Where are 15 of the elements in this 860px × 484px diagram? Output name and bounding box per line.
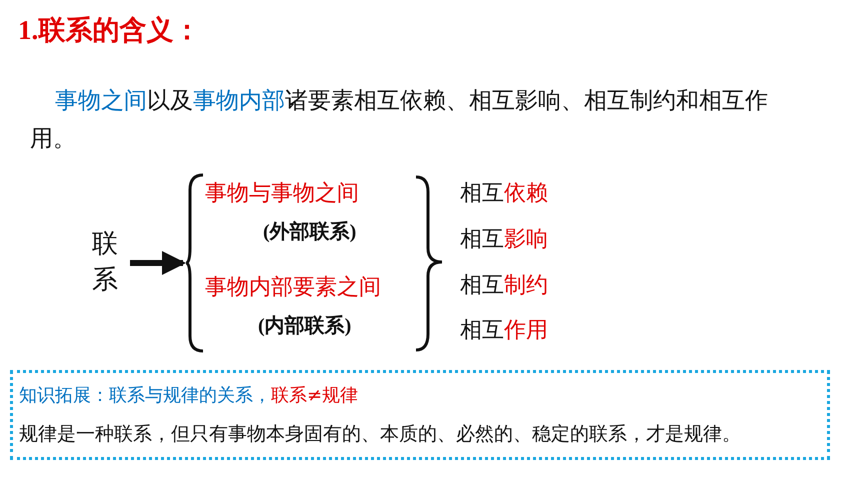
definition-paragraph: 事物之间以及事物内部诸要素相互依赖、相互影响、相互制约和相互作用。 bbox=[30, 87, 769, 154]
relation-label: 相互影响 bbox=[460, 226, 548, 254]
note-heading: 知识拓展：联系与规律的关系，联系≠规律 bbox=[19, 384, 358, 407]
relation-label: 相互制约 bbox=[460, 272, 548, 300]
relation-label: 相互作用 bbox=[460, 317, 548, 345]
note-box bbox=[10, 370, 830, 460]
concept-label: 联系 bbox=[92, 226, 124, 298]
title-text: 1.联系的含义： bbox=[18, 14, 200, 47]
category-heading: 事物内部要素之间 bbox=[205, 274, 382, 302]
category-note: (外部联系) bbox=[263, 220, 358, 245]
category-heading: 事物与事物之间 bbox=[205, 180, 360, 208]
arrow bbox=[130, 251, 186, 275]
note-text: 规律是一种联系，但只有事物本身固有的、本质的、必然的、稳定的联系，才是规律。 bbox=[19, 422, 741, 447]
relation-label: 相互依赖 bbox=[460, 180, 548, 208]
category-note: (内部联系) bbox=[258, 314, 352, 339]
